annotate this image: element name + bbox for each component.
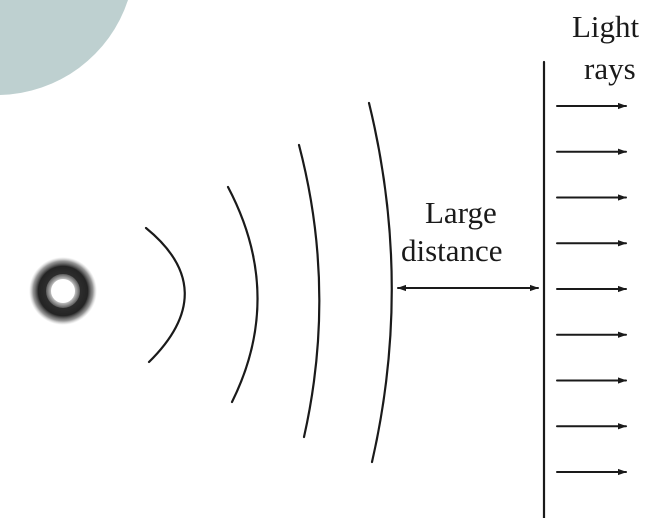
- light-label-line1: Light: [572, 9, 640, 44]
- distance-label-line1: Large: [425, 195, 497, 230]
- light-source-icon: [29, 257, 97, 325]
- corner-circle-shape: [0, 0, 128, 95]
- wavefront-group: [144, 101, 393, 464]
- light-ray-group: [556, 102, 627, 476]
- wavefront-1: [144, 226, 186, 364]
- light-label-line2: rays: [584, 51, 636, 86]
- wavefront-3: [297, 143, 321, 439]
- wavefront-2: [226, 185, 259, 404]
- wavefront-4: [367, 101, 393, 464]
- distance-label-line2: distance: [401, 233, 503, 268]
